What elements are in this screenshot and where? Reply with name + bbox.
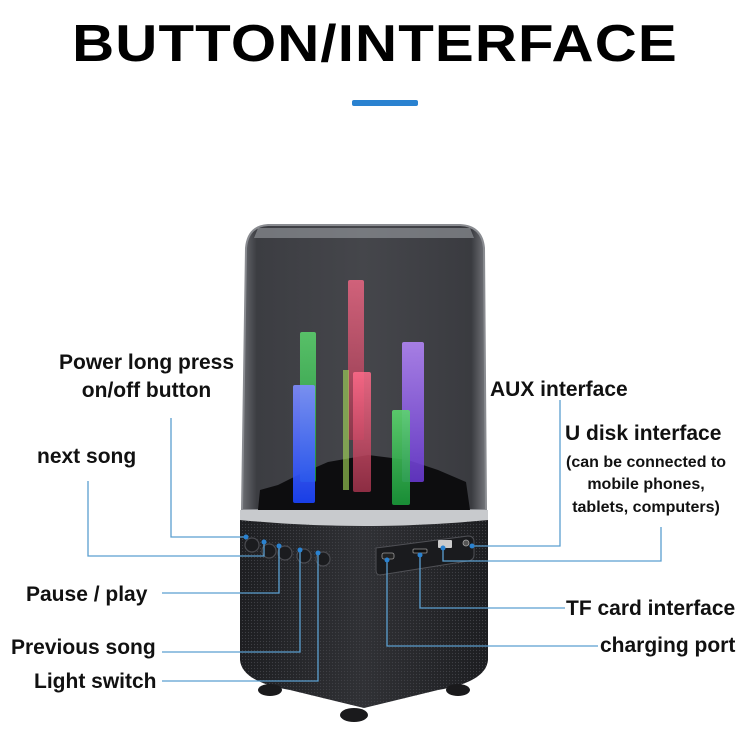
light-switch-label: Light switch [34,670,157,693]
power-label-line2: on/off button [81,379,212,403]
u-disk-desc-line3: tablets, computers) [572,498,720,516]
u-disk-description: (can be connected to mobile phones, tabl… [562,452,730,519]
aux-interface-label: AUX interface [490,378,628,401]
u-disk-interface-label: U disk interface [565,422,722,445]
speaker-illustration [240,224,488,722]
pause-play-label: Pause / play [26,583,148,606]
u-disk-desc-line1: (can be connected to [565,454,727,471]
next-song-label: next song [37,445,137,468]
tf-card-interface-label: TF card interface [566,597,736,620]
page-title: BUTTON/INTERFACE [72,15,678,73]
charging-port-label: charging port [600,634,736,657]
power-button-label: Power long press on/off button [59,351,234,403]
title-accent-bar [352,100,418,106]
power-label-line1: Power long press [59,351,235,374]
previous-song-label: Previous song [11,636,156,659]
u-disk-desc-line2: mobile phones, [587,476,705,494]
